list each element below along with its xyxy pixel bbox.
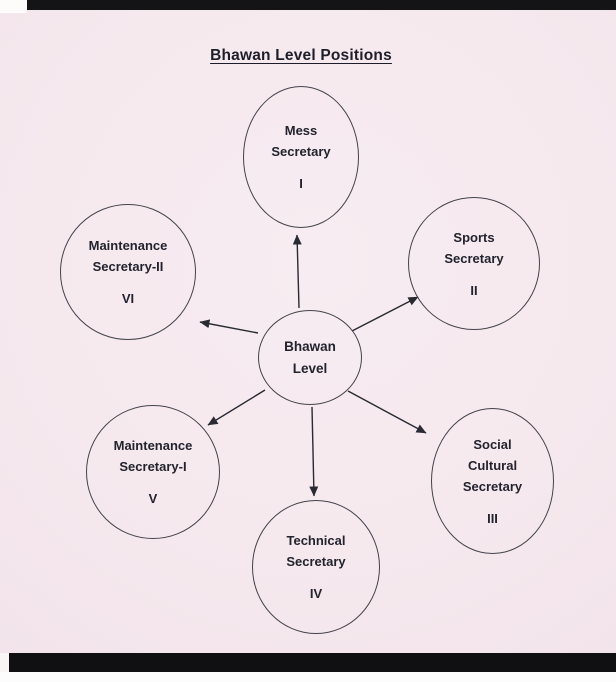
node-line: Secretary bbox=[271, 144, 331, 159]
arrow-to-maintenance-secretary-1 bbox=[207, 389, 266, 426]
scan-artifact-bottom-bar bbox=[9, 653, 616, 672]
node-technical-secretary: Technical Secretary IV bbox=[252, 500, 380, 634]
arrow-to-sports-secretary bbox=[351, 296, 419, 332]
scan-artifact-top-bar bbox=[27, 0, 616, 10]
node-numeral: VI bbox=[121, 291, 135, 306]
node-social-cultural-secretary: Social Cultural Secretary III bbox=[431, 408, 554, 554]
node-mess-secretary: Mess Secretary I bbox=[243, 86, 359, 228]
node-numeral: III bbox=[487, 510, 498, 526]
node-line: Sports bbox=[453, 229, 495, 245]
node-numeral: I bbox=[299, 176, 303, 191]
node-line: Social bbox=[473, 436, 512, 452]
arrow-to-social-cultural-secretary bbox=[347, 390, 427, 434]
node-numeral: V bbox=[148, 491, 158, 506]
arrow-to-technical-secretary bbox=[309, 406, 319, 497]
node-bhawan-level: Bhawan Level bbox=[258, 310, 362, 405]
arrow-to-maintenance-secretary-2 bbox=[199, 319, 259, 334]
node-line: Mess bbox=[284, 123, 318, 138]
scan-margin-bottom bbox=[0, 672, 616, 682]
node-sports-secretary: Sports Secretary II bbox=[408, 197, 540, 330]
node-numeral: II bbox=[470, 282, 478, 298]
node-line: Secretary bbox=[444, 250, 504, 266]
node-maintenance-secretary-1: Maintenance Secretary-I V bbox=[86, 405, 220, 539]
node-line: Bhawan bbox=[284, 338, 336, 354]
arrow-to-mess-secretary bbox=[292, 234, 302, 309]
node-numeral: IV bbox=[309, 586, 323, 601]
node-line: Secretary-I bbox=[119, 459, 187, 474]
node-line: Technical bbox=[286, 533, 346, 548]
scan-artifact-bottom-corner bbox=[0, 653, 9, 682]
node-line: Secretary bbox=[462, 478, 523, 494]
node-line: Maintenance bbox=[88, 238, 168, 253]
node-maintenance-secretary-2: Maintenance Secretary-II VI bbox=[60, 204, 196, 340]
node-line: Cultural bbox=[467, 457, 518, 473]
node-line: Secretary bbox=[286, 554, 346, 569]
node-line: Secretary-II bbox=[92, 259, 164, 274]
diagram-title: Bhawan Level Positions bbox=[210, 47, 392, 64]
node-line: Maintenance bbox=[113, 438, 193, 453]
scan-artifact-top-corner bbox=[0, 0, 27, 13]
node-line: Level bbox=[292, 360, 328, 376]
